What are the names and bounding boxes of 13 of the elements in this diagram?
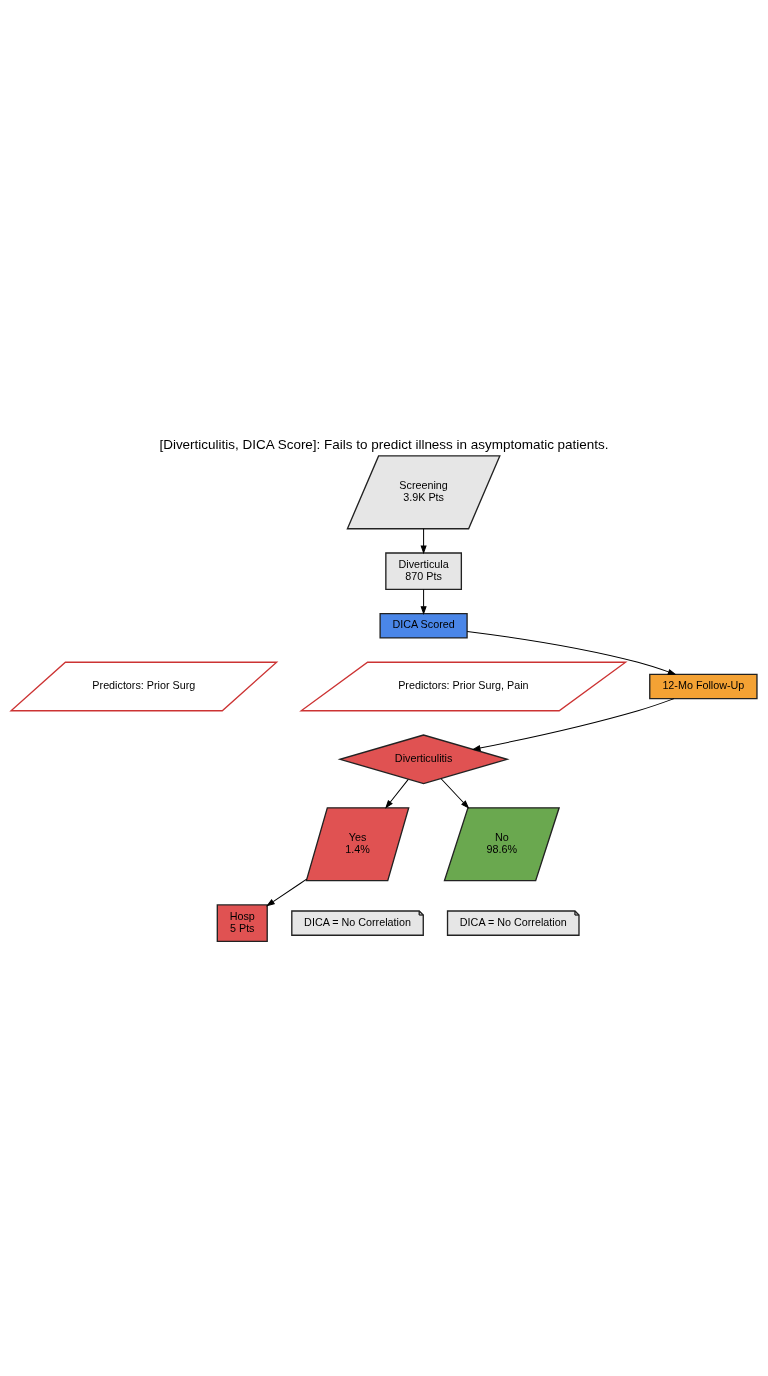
- node-box: DICA Scored: [379, 612, 468, 639]
- node-box: 12-Mo Follow-Up: [649, 673, 758, 699]
- node-diamond: Diverticulitis: [337, 733, 510, 784]
- arrow: [466, 630, 677, 675]
- arrow: [266, 878, 308, 906]
- node-box: Hosp 5 Pts: [216, 903, 268, 942]
- arrow: [440, 777, 470, 809]
- diagram-title: [Diverticulitis, DICA Score]: Fails to predict illness in asymptomatic patients.: [159, 436, 609, 452]
- node-box: Diverticula 870 Pts: [385, 551, 463, 590]
- arrow: [471, 697, 675, 751]
- arrow: [420, 527, 427, 554]
- arrow: [385, 778, 409, 809]
- arrow: [420, 588, 427, 615]
